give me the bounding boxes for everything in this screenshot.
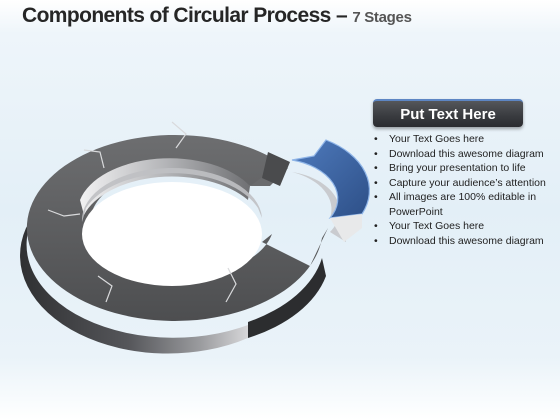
divider-2 (83, 149, 105, 169)
ring-arrow-face (262, 152, 290, 186)
bullet-item: Bring your presentation to life (371, 161, 551, 176)
bullet-list: Your Text Goes here Download this awesom… (371, 132, 551, 248)
bullet-item: All images are 100% editable in PowerPoi… (371, 190, 551, 219)
divider-5 (225, 267, 237, 303)
bullet-item: Your Text Goes here (371, 132, 551, 147)
bullet-item: Download this awesome diagram (371, 147, 551, 162)
title-main: Components of Circular Process (22, 4, 331, 27)
slide-title: Components of Circular Process – 7 Stage… (22, 4, 412, 28)
bullet-item: Capture your audience’s attention (371, 176, 551, 191)
bullet-item: Download this awesome diagram (371, 234, 551, 249)
divider-4 (97, 275, 113, 303)
accent-segment-wall (330, 214, 362, 242)
title-dash: – (330, 4, 353, 27)
divider-3 (47, 209, 81, 217)
bullet-item: Your Text Goes here (371, 219, 551, 234)
title-stages: 7 Stages (352, 9, 412, 26)
accent-segment-top (291, 139, 371, 219)
ring-outer-wall (20, 212, 261, 354)
ring-right-wall (248, 258, 326, 338)
put-text-header: Put Text Here (373, 99, 523, 127)
ring-hole (82, 182, 262, 286)
segment-dividers (47, 121, 237, 303)
divider-1 (171, 121, 187, 149)
